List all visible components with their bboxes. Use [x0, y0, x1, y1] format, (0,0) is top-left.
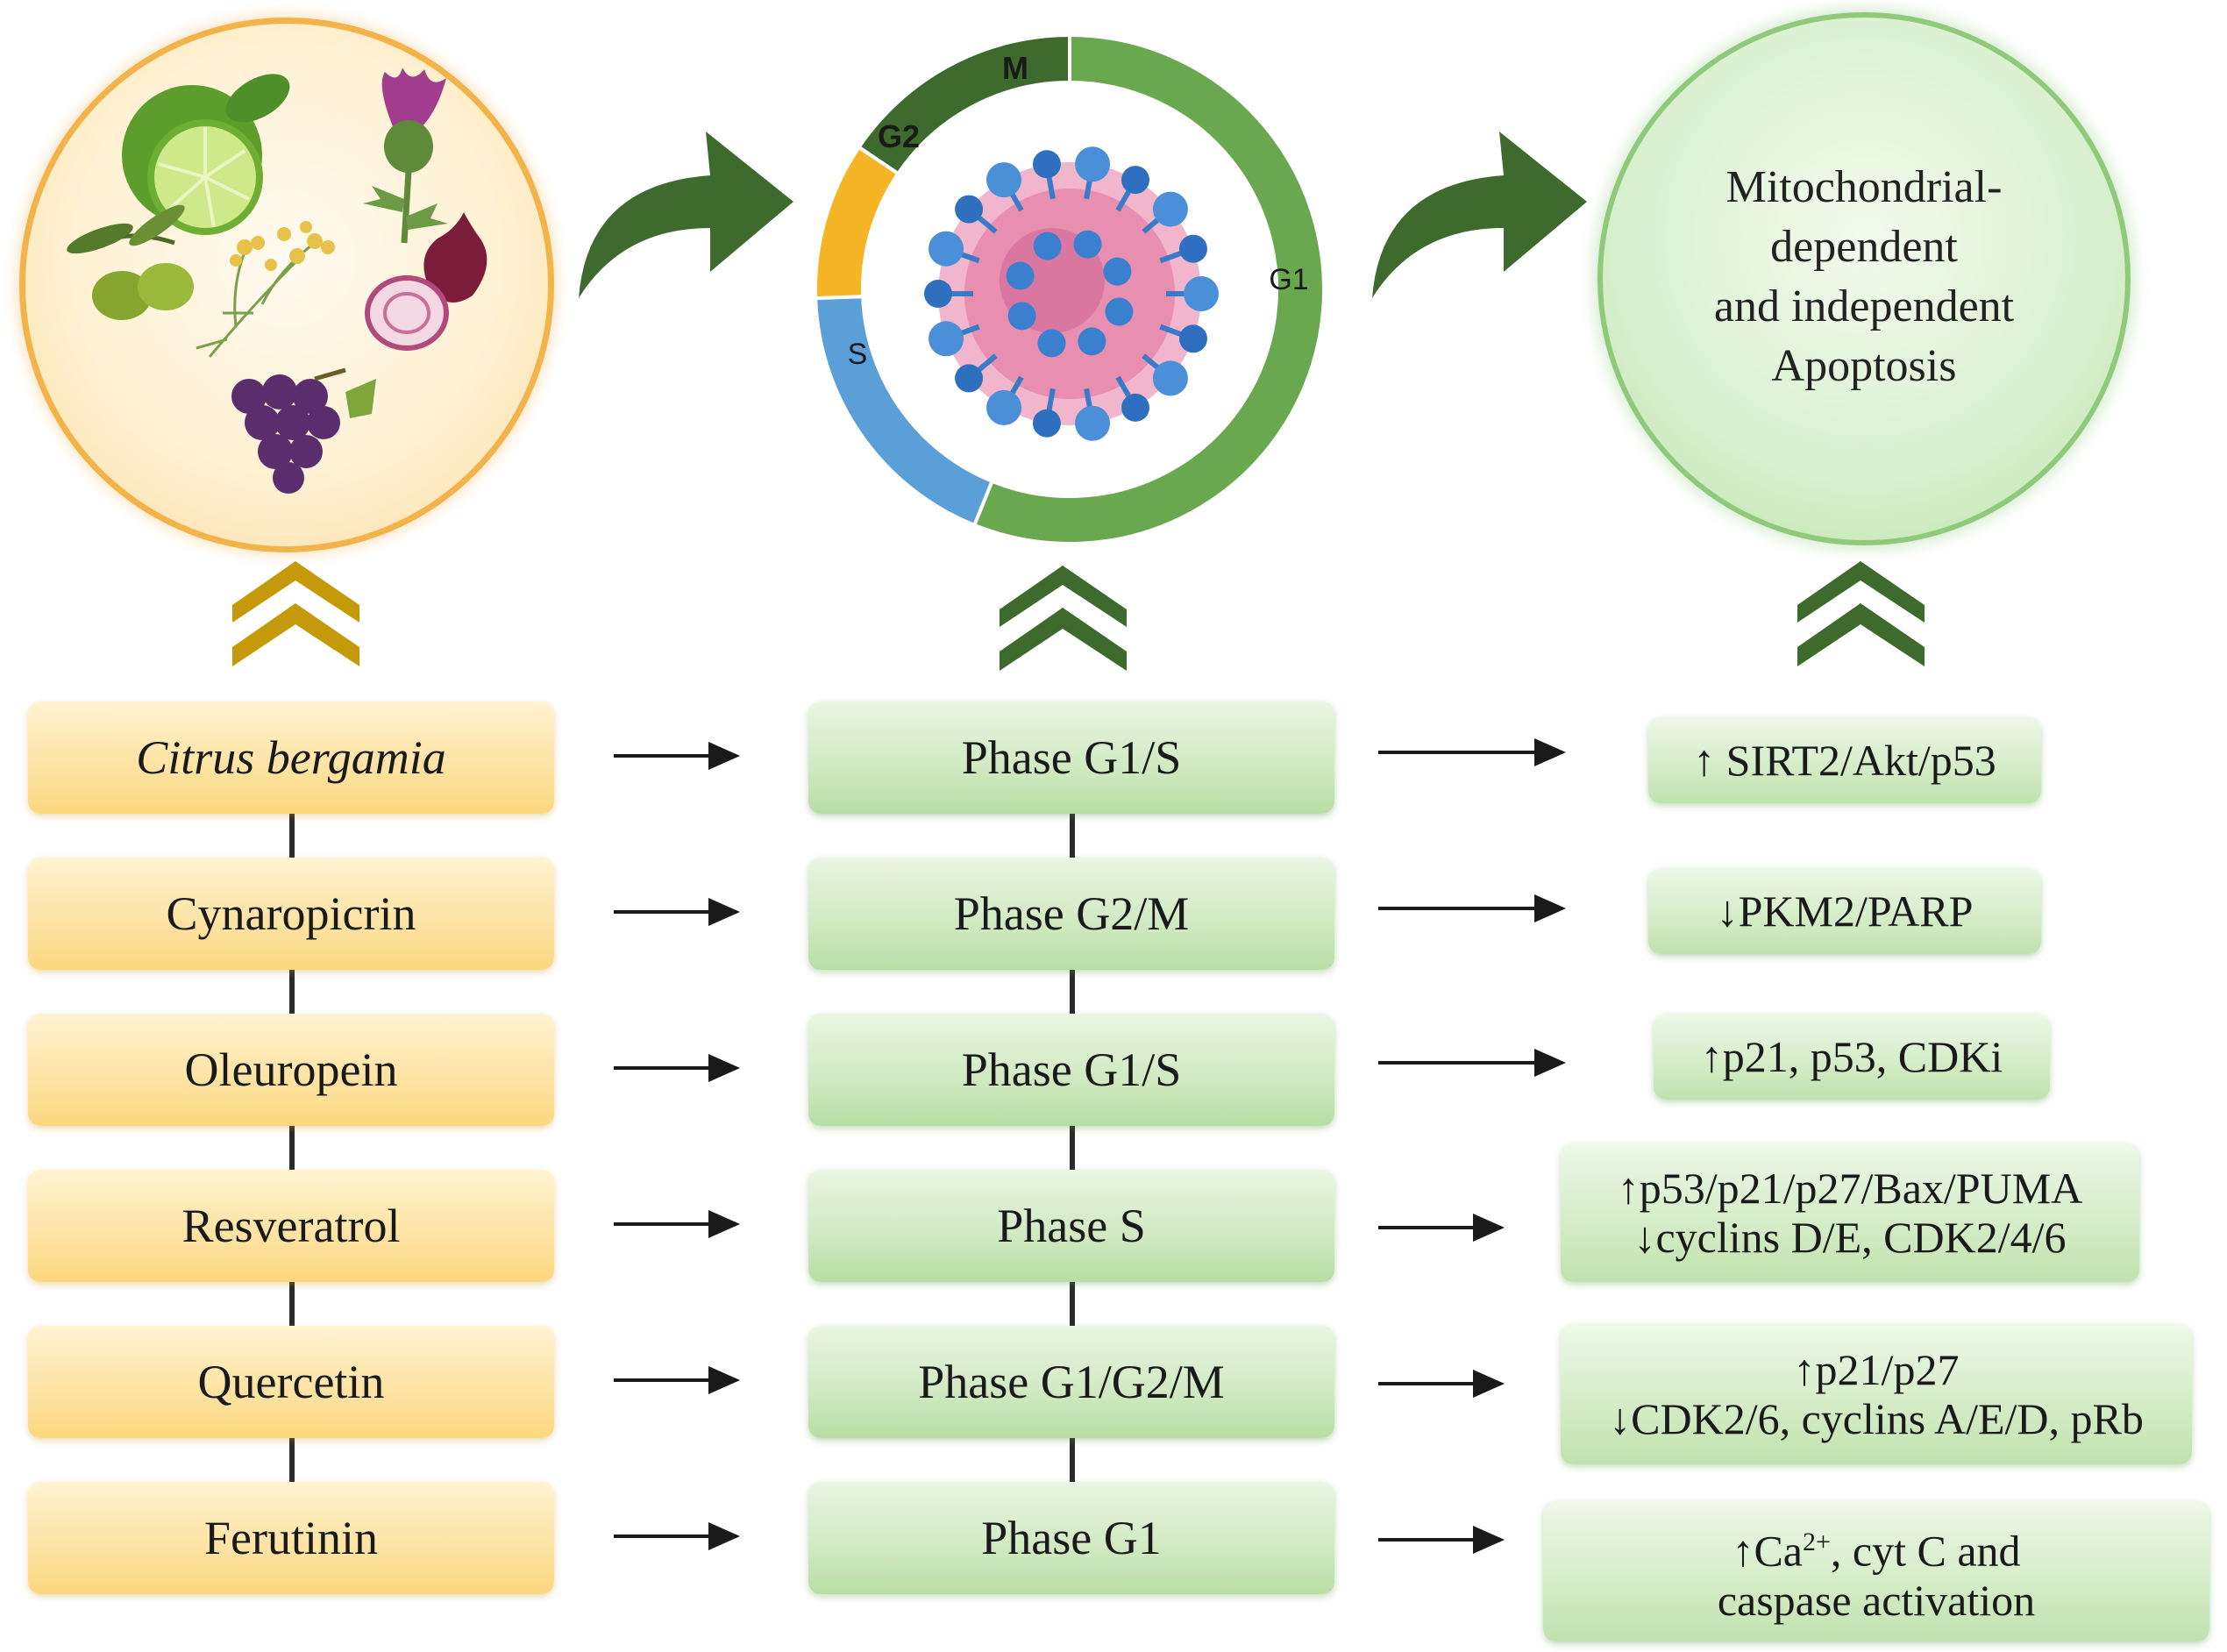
apoptosis-circle: Mitochondrial- dependent and independent… [1597, 12, 2131, 545]
phase-box: Phase G1/S [808, 701, 1334, 814]
virus-surface-protein [1078, 327, 1106, 356]
apoptosis-line-2: dependent [1770, 222, 1958, 272]
phase-label-G1: G1 [1269, 263, 1308, 296]
bergamot-icon [122, 74, 290, 235]
virus-surface-protein [1007, 302, 1036, 331]
effect-line: ↑p21/p27 [1793, 1345, 1960, 1394]
virus-spike-head [929, 321, 964, 357]
effect-box: ↑p53/p21/p27/Bax/PUMA ↓cyclins D/E, CDK2… [1561, 1143, 2139, 1282]
phase-box: Phase S [808, 1170, 1334, 1282]
virus-surface-protein [1037, 329, 1066, 358]
ring-segment-S [814, 295, 995, 528]
effect-cytc: , cyt C and [1830, 1526, 2021, 1576]
thistle-icon [363, 68, 448, 244]
virus-spike-head [924, 280, 952, 308]
phase-box: Phase G1 [808, 1482, 1334, 1594]
effect-line: ↑ SIRT2/Akt/p53 [1693, 736, 1996, 785]
effect-line: ↓CDK2/6, cyclins A/E/D, pRb [1609, 1394, 2144, 1443]
virus-spike-head [1152, 191, 1188, 227]
virus-surface-protein [1103, 257, 1132, 286]
compound-box: Ferutinin [28, 1482, 554, 1594]
compound-box: Resveratrol [28, 1170, 554, 1282]
virus-spike-head [1178, 234, 1207, 263]
virus-surface-protein [1105, 297, 1134, 326]
virus-spike-head [1032, 409, 1061, 438]
fennel-icon [196, 221, 335, 358]
big-arrow-to-cycle [579, 132, 793, 298]
effect-box: ↑Ca2+, cyt C and caspase activation [1543, 1501, 2209, 1641]
compound-box: Cynaropicrin [28, 858, 554, 970]
phase-label-M: M [1002, 50, 1028, 86]
apoptosis-chevron-up-icon [1797, 561, 1925, 666]
effect-line: ↑p21, p53, CDKi [1700, 1032, 2003, 1081]
compound-connector [289, 1126, 295, 1170]
big-arrow-to-apoptosis [1372, 132, 1587, 298]
compound-chevron-up-icon [232, 561, 359, 666]
virus-spike-head [955, 364, 984, 393]
virus-spike-head [1184, 276, 1219, 311]
effect-ca: ↑Ca [1732, 1526, 1803, 1576]
apoptosis-line-4: Apoptosis [1771, 341, 1957, 391]
effect-line: ↓PKM2/PARP [1716, 887, 1974, 936]
phase-connector [1070, 814, 1075, 858]
phase-box: Phase G2/M [808, 858, 1334, 970]
virus-icon [924, 146, 1219, 441]
compound-connector [289, 970, 295, 1014]
compound-box: Quercetin [28, 1326, 554, 1438]
olive-icon [67, 204, 194, 320]
compound-connector [289, 1438, 295, 1482]
virus-spike-head [1152, 360, 1188, 396]
phase-label-G2: G2 [878, 118, 920, 154]
compound-connector [289, 1282, 295, 1326]
effect-box: ↓PKM2/PARP [1648, 868, 2041, 954]
effect-line: ↑Ca2+, cyt C and [1732, 1518, 2020, 1576]
virus-surface-protein [1073, 230, 1102, 259]
ring-segment-G1 [971, 32, 1326, 545]
plant-sources-circle [19, 18, 554, 552]
plant-illustrations [67, 68, 487, 494]
effect-line: ↑p53/p21/p27/Bax/PUMA [1617, 1164, 2083, 1213]
effect-box: ↑p21/p27 ↓CDK2/6, cyclins A/E/D, pRb [1561, 1324, 2192, 1464]
apoptosis-text: Mitochondrial- dependent and independent… [1603, 158, 2125, 396]
phase-connector [1070, 970, 1075, 1014]
cell-cycle-ring: M G2 S G1 [814, 32, 1326, 545]
phase-connector [1070, 1438, 1075, 1482]
virus-spike-head [1075, 146, 1111, 182]
virus-spike-head [986, 389, 1021, 425]
virus-spike-head [986, 162, 1021, 198]
effect-line: caspase activation [1717, 1575, 2036, 1625]
effect-box: ↑p21, p53, CDKi [1654, 1014, 2050, 1100]
phase-connector [1070, 1126, 1075, 1170]
compound-box: Citrus bergamia [28, 701, 554, 814]
virus-spike-head [1121, 393, 1149, 422]
effect-box: ↑ SIRT2/Akt/p53 [1648, 717, 2041, 803]
virus-spike-head [1075, 405, 1111, 441]
apoptosis-line-3: and independent [1713, 281, 2015, 331]
phase-label-S: S [848, 338, 868, 371]
virus-spike-head [929, 231, 964, 267]
apoptosis-line-1: Mitochondrial- [1725, 162, 2003, 212]
phase-box: Phase G1/S [808, 1014, 1334, 1126]
phase-box: Phase G1/G2/M [808, 1326, 1334, 1438]
phase-connector [1070, 1282, 1075, 1326]
virus-surface-protein [1006, 261, 1035, 290]
onion-icon [365, 212, 487, 351]
virus-spike-head [1178, 324, 1207, 353]
grapes-icon [231, 367, 376, 494]
compound-box: Oleuropein [28, 1014, 554, 1126]
phase-chevron-up-icon [1000, 566, 1127, 671]
effect-line: ↓cyclins D/E, CDK2/4/6 [1633, 1213, 2067, 1262]
compound-connector [289, 814, 295, 858]
ring-segment-G2 [814, 145, 901, 301]
effect-ca-charge: 2+ [1802, 1527, 1831, 1557]
virus-surface-protein [1033, 231, 1062, 260]
virus-spike-head [1121, 166, 1149, 195]
virus-spike-head [1032, 150, 1061, 179]
virus-spike-head [955, 195, 984, 224]
